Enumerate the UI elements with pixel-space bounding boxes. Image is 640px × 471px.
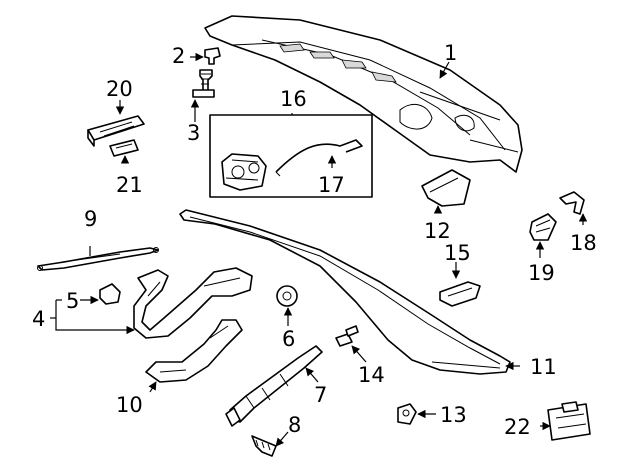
part-13-clip [397,403,417,425]
part-18-bracket [559,191,585,215]
part-22-connector [547,401,591,441]
part-8-bolt [251,435,277,457]
part-16-latch-assembly-box [209,114,373,198]
callout-6: 6 [282,327,295,351]
callout-1: 1 [444,41,457,65]
callout-17: 17 [318,173,345,197]
callout-3: 3 [187,121,200,145]
part-20-switch [87,115,145,147]
callout-8: 8 [288,413,301,437]
callout-21: 21 [116,173,143,197]
callout-22: 22 [504,415,531,439]
callout-4: 4 [32,307,45,331]
callout-12: 12 [424,219,451,243]
part-21-switch [109,139,139,157]
part-10-hinge-arm [145,319,243,383]
callout-13: 13 [440,403,467,427]
callout-9: 9 [84,207,97,231]
part-11-weatherstrip [179,209,511,375]
callout-11: 11 [530,355,557,379]
callout-19: 19 [528,261,555,285]
part-4-hinge [133,267,253,339]
callout-20: 20 [106,77,133,101]
part-3-bumper-stop [192,69,215,98]
part-2-bolt [204,47,221,65]
callout-14: 14 [358,363,385,387]
callout-2: 2 [172,44,185,68]
part-12-cover [421,169,471,207]
part-7-strut [225,345,323,427]
callout-18: 18 [570,231,597,255]
callout-16: 16 [280,87,307,111]
part-19-switch [529,213,557,241]
leader-lines [50,52,588,447]
part-6-grommet [276,285,298,307]
callout-5: 5 [66,289,79,313]
part-15-bracket [439,281,481,307]
part-9-support-rod [37,247,159,271]
part-14-push-pin [335,325,359,347]
part-5-bumper [99,283,121,305]
callout-15: 15 [444,241,471,265]
part-1-trunk-lid [204,15,523,173]
callout-10: 10 [116,393,143,417]
part-17-release-cable [275,139,363,177]
callout-7: 7 [314,383,327,407]
